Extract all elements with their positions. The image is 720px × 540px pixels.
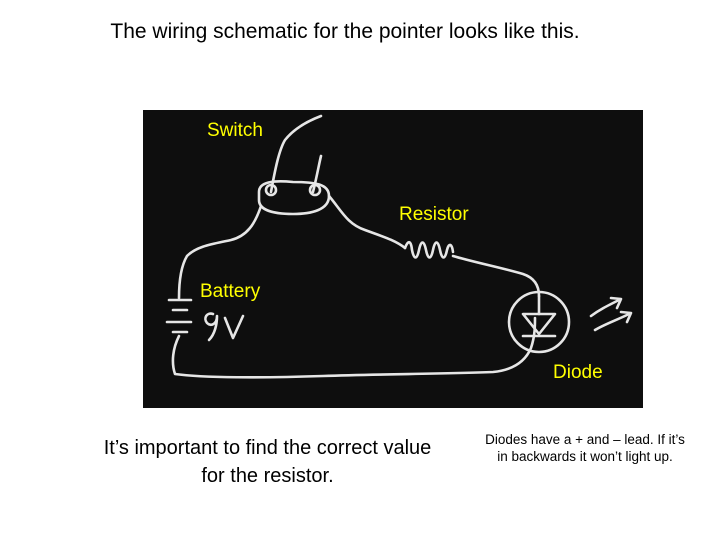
diode-housing [507, 290, 571, 354]
resistor-caption: It’s important to find the correct value… [103, 437, 432, 487]
slide-title: The wiring schematic for the pointer loo… [110, 20, 580, 43]
switch-lead-right [311, 154, 323, 194]
light-arrow-2 [593, 312, 631, 332]
chalk-schematic [165, 114, 633, 379]
resistor-coil [403, 240, 455, 259]
switch-contact-right [308, 183, 322, 197]
handwritten-9 [204, 312, 219, 342]
label-resistor: Resistor [399, 204, 469, 225]
wire-resistor-to-diode [451, 254, 541, 298]
wire-switch-to-resistor [327, 194, 407, 250]
label-battery: Battery [200, 281, 261, 302]
light-arrow-1 [589, 298, 621, 318]
diode-triangle [521, 312, 557, 336]
label-diode: Diode [553, 362, 603, 383]
label-switch: Switch [207, 120, 263, 141]
switch-lead-left [269, 114, 323, 194]
handwritten-v [223, 314, 245, 340]
switch-contact-left [264, 183, 278, 197]
wire-battery-to-diode [171, 316, 537, 379]
schematic-photo: Switch Resistor Battery Diode [143, 110, 643, 408]
diode-caption: Diodes have a + and – lead. If it’s in b… [485, 432, 685, 464]
light-arrow-1-head [609, 296, 623, 310]
wire-switch-to-battery [177, 204, 263, 300]
light-arrow-2-head [619, 310, 633, 324]
